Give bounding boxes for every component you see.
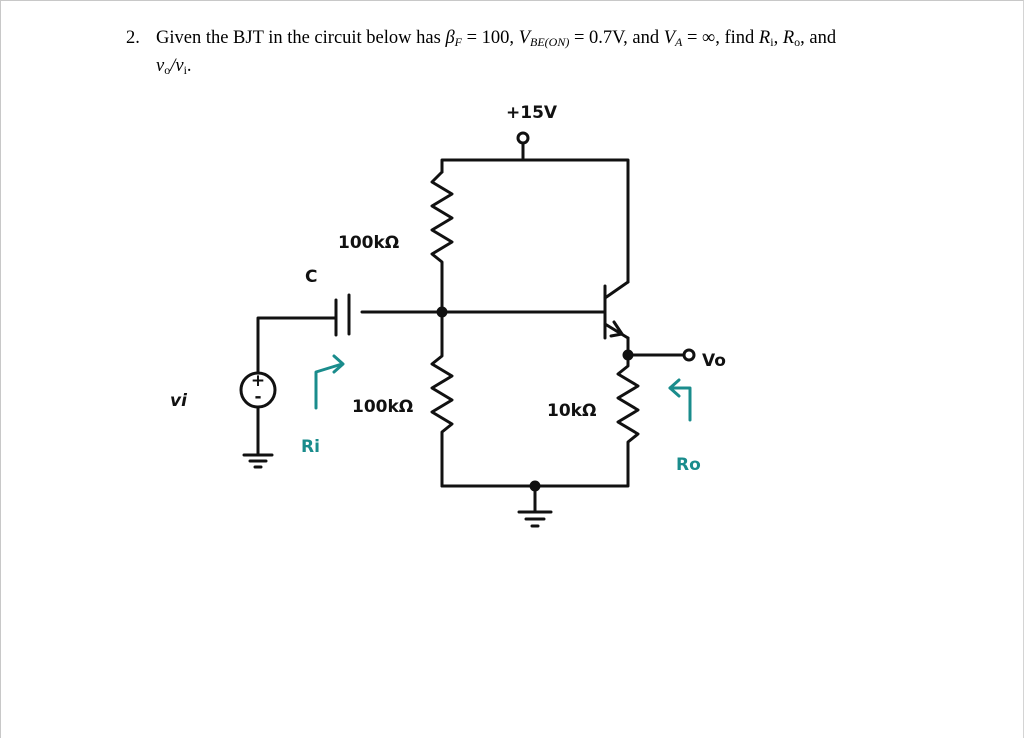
gain-symbol: v [156,56,165,76]
ri-label: Ri [301,437,320,457]
output-label: Vo [702,351,726,371]
ri-arrow-head [332,354,345,374]
gain-slash: /v [170,56,184,76]
ri-arrow [314,362,344,410]
r-emitter-label: 10kΩ [547,401,596,421]
bottom-rail [440,453,630,488]
r-bottom-label: 100kΩ [352,397,413,417]
resistor-top-100k [430,170,454,314]
output-terminal [682,348,696,362]
vbe-value: = 0.7V, and [569,28,664,48]
vbe-symbol: V [518,28,530,48]
ri-subscript: i [770,35,774,49]
supply-label: +15V [506,103,558,123]
separator: , [773,28,783,48]
ri-symbol: R [758,28,771,48]
problem-suffix: , and [800,28,837,48]
top-rail [440,158,630,284]
resistor-bottom-100k [430,310,454,488]
problem-line-2: vo/vi. [126,54,926,82]
beta-symbol: β [445,28,455,48]
r-top-label: 100kΩ [338,233,399,253]
ro-label: Ro [676,455,701,475]
resistor-emitter-10k [616,354,640,457]
circuit-wires [239,131,696,528]
gain-end: . [186,56,192,76]
source-plus: + [251,371,265,391]
problem-prefix: Given the BJT in the circuit below has [156,28,441,48]
source-label: vi [170,391,188,411]
va-symbol: V [663,28,676,48]
problem-statement: 2. Given the BJT in the circuit below has… [126,26,926,82]
annotation-arrows [314,354,692,422]
bjt-emitter-leg [603,322,630,340]
va-subscript: A [675,35,683,49]
ro-arrow-head [668,378,681,398]
va-value: = ∞, find [682,28,759,48]
ro-symbol: R [782,28,795,48]
input-wire [256,316,338,374]
ro-arrow [668,386,692,422]
problem-line-1: 2. Given the BJT in the circuit below has… [126,26,926,54]
gain-sub-out: o [164,63,171,77]
vbe-subscript: BE(ON) [530,35,570,49]
gain-sub-in: i [183,63,187,77]
bjt-emitter-arrow [609,320,624,338]
problem-number: 2. [126,28,140,48]
beta-subscript: F [454,35,462,49]
capacitor-label: C [305,267,317,287]
source-minus: - [254,387,261,407]
beta-value: = 100, [462,28,519,48]
ro-subscript: o [794,35,801,49]
bjt-collector-leg [603,280,630,300]
